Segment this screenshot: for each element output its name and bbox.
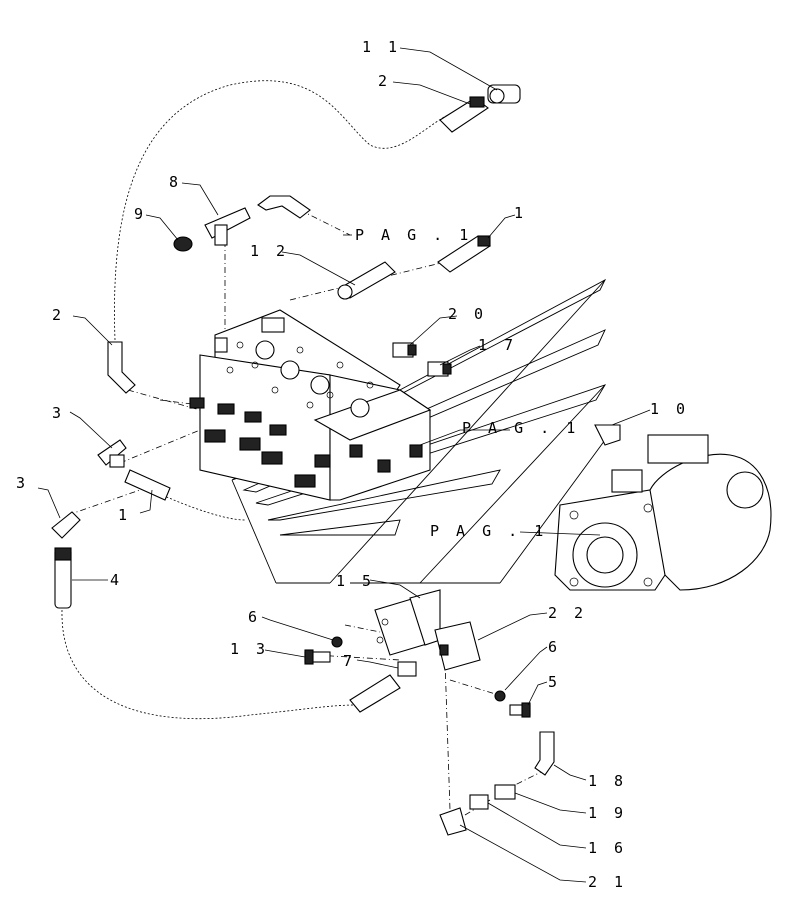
part-15-bracket xyxy=(374,589,441,656)
callout-12: 1 2 xyxy=(250,242,289,260)
callout-6-right: 6 xyxy=(548,638,561,656)
part-2-bent-hose-end xyxy=(107,341,136,394)
part-9-plug xyxy=(173,236,193,252)
callout-3-lower: 3 xyxy=(16,474,29,492)
part-7-adapter xyxy=(397,661,417,677)
callout-1-upper: 1 xyxy=(514,204,527,222)
callout-10: 1 0 xyxy=(650,400,689,418)
part-18-bent-hose-end xyxy=(534,731,555,776)
callout-4: 4 xyxy=(110,571,123,589)
callout-11: 1 1 xyxy=(362,38,401,56)
part-10-elbow xyxy=(594,424,621,446)
part-22-block xyxy=(434,621,481,671)
part-8-tee-fitting xyxy=(204,207,251,246)
part-5-bolt xyxy=(509,702,531,718)
part-20-adapter xyxy=(392,342,417,358)
page-ref-1-pump: P A G . 1 xyxy=(430,522,547,540)
callout-8: 8 xyxy=(169,173,182,191)
page-ref-1-middle: P A G . 1 xyxy=(462,419,579,437)
valve-section-fittings xyxy=(189,397,423,488)
callout-16: 1 6 xyxy=(588,839,627,857)
callout-19: 1 9 xyxy=(588,804,627,822)
callout-6-left: 6 xyxy=(248,608,261,626)
callout-21: 2 1 xyxy=(588,873,627,891)
callout-22: 2 2 xyxy=(548,604,587,622)
callout-1-lower: 1 xyxy=(118,506,131,524)
leader-lines xyxy=(37,47,651,883)
part-17-adapter xyxy=(427,361,452,377)
callout-2-top: 2 xyxy=(378,72,391,90)
callout-7: 7 xyxy=(343,652,356,670)
part-2-hose-end-top xyxy=(439,96,489,133)
callout-9: 9 xyxy=(134,205,147,223)
callout-18: 1 8 xyxy=(588,772,627,790)
part-4-hose-end xyxy=(54,547,72,609)
part-13-bolt xyxy=(304,649,331,665)
callout-5: 5 xyxy=(548,673,561,691)
callout-labels: 1 1 2 8 9 1 1 2 P A G . 1 2 2 0 1 7 3 1 … xyxy=(16,38,689,891)
control-valve-block xyxy=(189,309,432,501)
callout-3-upper: 3 xyxy=(52,404,65,422)
part-1-hose-end-upper xyxy=(437,235,491,273)
callout-15: 1 5 xyxy=(336,572,375,590)
part-16-adapter xyxy=(469,794,489,810)
hydraulic-pump xyxy=(554,434,772,591)
part-6-washer-left xyxy=(331,636,343,648)
part-21-elbow xyxy=(439,807,467,836)
callout-20: 2 0 xyxy=(448,305,487,323)
callout-2-left: 2 xyxy=(52,306,65,324)
part-1-hose-end-lower xyxy=(124,469,171,501)
part-3-elbow-lower xyxy=(51,511,81,539)
part-6-washer-right xyxy=(494,690,506,702)
part-3-elbow-upper xyxy=(97,439,127,468)
hose-end-center xyxy=(349,674,401,713)
callout-17: 1 7 xyxy=(478,336,517,354)
callout-13: 1 3 xyxy=(230,640,269,658)
part-19-adapter xyxy=(494,784,516,800)
page-ref-1-top: P A G . 1 xyxy=(355,226,472,244)
pipe-to-page1-top xyxy=(257,195,311,219)
part-12-hose-end xyxy=(337,261,396,300)
